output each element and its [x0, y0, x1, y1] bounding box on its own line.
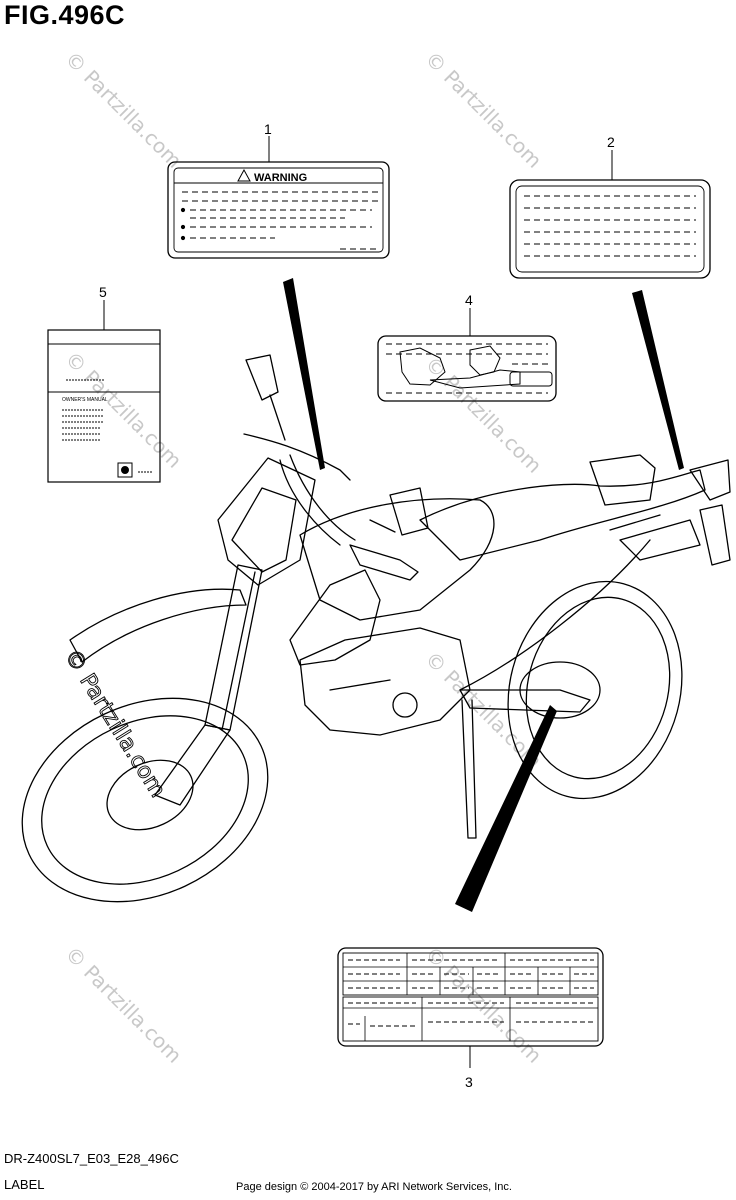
watermark: © Partzilla.com	[60, 47, 186, 173]
watermark: © Partzilla.com	[420, 942, 546, 1068]
copyright-notice: Page design © 2004-2017 by ARI Network S…	[236, 1181, 512, 1193]
callout-4: 4	[465, 292, 473, 308]
manual-heading: OWNER'S MANUAL	[62, 397, 108, 403]
callout-3: 3	[465, 1074, 473, 1090]
callout-2: 2	[607, 134, 615, 150]
owners-manual: OWNER'S MANUAL	[47, 329, 161, 483]
spec-table-label	[337, 947, 604, 1047]
watermark: © Partzilla.com	[420, 47, 546, 173]
info-label	[509, 179, 711, 279]
watermark: © Partzilla.com	[60, 942, 186, 1068]
watermark: © Partzilla.com	[60, 347, 186, 473]
diagram-label	[377, 335, 557, 402]
figure-title: FIG.496C	[4, 0, 126, 30]
model-code: DR-Z400SL7_E03_E28_496C	[4, 1151, 179, 1166]
callout-numbers: 1 2 3 4 5	[99, 121, 615, 1090]
warning-label: WARNING	[167, 161, 390, 259]
watermark: © Partzilla.com	[420, 352, 546, 478]
callout-1: 1	[264, 121, 272, 137]
callout-5: 5	[99, 284, 107, 300]
watermark-dark: © Partzilla.com	[59, 645, 170, 802]
leader-lines	[103, 136, 684, 1068]
warning-heading: WARNING	[254, 172, 307, 184]
section-label: LABEL	[4, 1177, 45, 1192]
motorcycle-drawing	[21, 354, 731, 903]
